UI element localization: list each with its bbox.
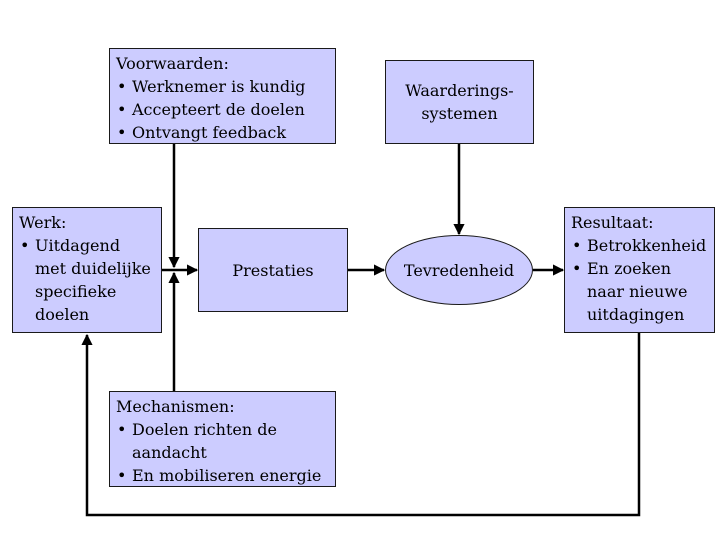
edge-feedback-loop [81,333,641,517]
mechanismen-item: Doelen richten de aandacht [116,418,282,464]
werk-list: Uitdagend met duidelijke specifieke doel… [19,234,155,326]
voorwaarden-list: Werknemer is kundig Accepteert de doelen… [116,75,329,144]
tevredenheid-label: Tevredenheid [403,260,515,280]
resultaat-list: Betrokkenheid En zoeken naar nieuwe uitd… [571,234,708,326]
node-tevredenheid: Tevredenheid [385,235,533,305]
resultaat-item: En zoeken naar nieuwe uitdagingen [571,257,708,326]
node-prestaties: Prestaties [198,228,348,312]
resultaat-item: Betrokkenheid [571,234,708,257]
werk-item: Uitdagend met duidelijke specifieke doel… [19,234,155,326]
werk-heading: Werk: [19,213,67,232]
voorwaarden-item: Accepteert de doelen [116,98,329,121]
waarderings-line-2: systemen [421,104,498,123]
mechanismen-heading: Mechanismen: [116,397,235,416]
mechanismen-list: Doelen richten de aandacht En mobilisere… [116,418,329,487]
waarderings-line-1: Waarderings- [405,81,514,100]
voorwaarden-item: Ontvangt feedback [116,121,329,144]
resultaat-heading: Resultaat: [571,213,654,232]
node-voorwaarden: Voorwaarden: Werknemer is kundig Accepte… [109,48,336,144]
prestaties-label: Prestaties [232,260,314,280]
mechanismen-item: En mobiliseren energie [116,464,329,487]
node-mechanismen: Mechanismen: Doelen richten de aandacht … [109,391,336,487]
voorwaarden-heading: Voorwaarden: [116,54,229,73]
voorwaarden-item: Werknemer is kundig [116,75,329,98]
node-waarderingssystemen: Waarderings- systemen [385,60,534,144]
node-werk: Werk: Uitdagend met duidelijke specifiek… [12,207,162,333]
node-resultaat: Resultaat: Betrokkenheid En zoeken naar … [564,207,715,333]
